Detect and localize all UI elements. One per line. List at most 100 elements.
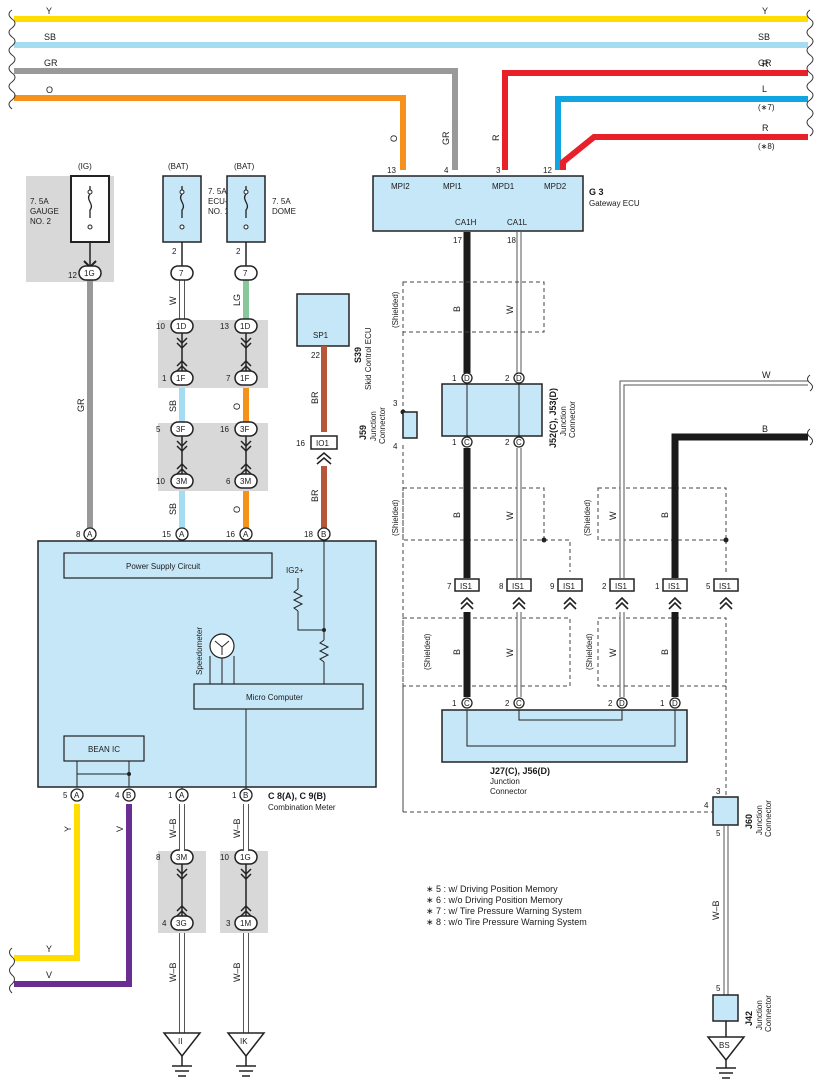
conn-lower-top-pin-0: 8 — [156, 853, 161, 862]
fuse-ecub-l1: 7. 5A — [208, 187, 227, 196]
conn-3f-3m-top-0: 3F — [170, 421, 194, 437]
fuse-dome-l1: 7. 5A — [272, 197, 291, 206]
skid-pin-name: SP1 — [313, 331, 329, 340]
conn-1d-1f-bot-pin-0: 1 — [162, 374, 167, 383]
fuse-gauge-l1: 7. 5A — [30, 197, 49, 206]
j59-code: J59 — [358, 425, 368, 440]
j27-pin-4: 1 — [660, 699, 665, 708]
gw-pin-num-17: 17 — [453, 236, 462, 245]
conn-1d-1f-bot-1: 1F — [234, 370, 258, 386]
power-supply-box — [63, 552, 273, 579]
shield-label-3: (Shielded) — [423, 633, 432, 670]
meter-top-conn-0: A — [87, 530, 93, 539]
fuse-ecub-l3: NO. 1 — [208, 207, 229, 216]
meter-code: C 8(A), C 9(B) — [268, 791, 326, 801]
j52-name2: Connector — [568, 401, 577, 438]
wl-v-lower: V — [115, 826, 125, 832]
io1-pin: 16 — [296, 439, 305, 448]
is1-label-5: IS1 — [719, 582, 732, 591]
j42-code: J42 — [744, 1011, 754, 1026]
conn-7-dome: 7 — [234, 265, 258, 281]
meter-top-pin-0: 8 — [76, 530, 81, 539]
is1-pin-7: 7 — [447, 582, 452, 591]
j60-code: J60 — [744, 814, 754, 829]
note-5: ∗ 5 : w/ Driving Position Memory — [426, 884, 558, 894]
fuse-ecub-pin: 2 — [172, 247, 177, 256]
conn-3f-3m-top-pin-1: 16 — [220, 425, 229, 434]
bus-gr-right: GR — [758, 58, 772, 68]
right-w-wire — [619, 380, 808, 578]
wl-b4: B — [452, 649, 462, 655]
conn-1d-1f-top-pin-1: 13 — [220, 322, 229, 331]
conn-1g-label: 1G — [84, 269, 95, 278]
meter-bot-conn-3: B — [243, 791, 248, 800]
j42-box — [712, 994, 739, 1022]
fuse-gauge-l3: NO. 2 — [30, 217, 51, 226]
wl-wb-j60: W–B — [711, 900, 721, 920]
j59-name2: Connector — [378, 407, 387, 444]
wl-b5: B — [660, 649, 670, 655]
ground-ii — [162, 1032, 202, 1077]
conn-3f-3m-bot-pin-1: 6 — [226, 477, 231, 486]
bus-o-left: O — [46, 85, 53, 95]
skid-code: S39 — [353, 347, 363, 363]
gw-pin-ca1h: CA1H — [455, 218, 477, 227]
j52-top-conn-2: D — [516, 374, 522, 383]
conn-1d-1f-bot-pin-1: 7 — [226, 374, 231, 383]
conn-lower-top-1: 1G — [234, 849, 258, 865]
meter-top-conn-3: B — [321, 530, 326, 539]
j52-top-pin-1: 1 — [452, 374, 457, 383]
bus-r2-right: R — [762, 123, 769, 133]
j27-pin-2: 2 — [505, 699, 510, 708]
conn-1d-1f-bot-1-label: 1F — [240, 374, 249, 383]
wl-wb1: W–B — [168, 818, 178, 838]
skid-ecu-box — [296, 293, 350, 347]
is1-pin-8: 8 — [499, 582, 504, 591]
j52-bot-pin-1: 1 — [452, 438, 457, 447]
bean-ic-label: BEAN IC — [88, 745, 120, 754]
shield-label-1: (Shielded) — [391, 291, 400, 328]
bus-gr-left: GR — [44, 58, 58, 68]
conn-1d-1f-bot-0: 1F — [170, 370, 194, 386]
gw-pin-mpi2: MPI2 — [391, 182, 410, 191]
is1-pin-2: 2 — [602, 582, 607, 591]
conn-3f-3m-bot-0: 3M — [170, 473, 194, 489]
wl-w1: W — [505, 305, 515, 314]
wl-b1: B — [452, 306, 462, 312]
meter-top-conn-2: A — [243, 530, 249, 539]
wl-wb4: W–B — [232, 962, 242, 982]
is1-connector-7: IS1 7 — [447, 578, 480, 610]
j52-bot-conn-1: C — [464, 438, 470, 447]
gw-pin-mpd2: MPD2 — [544, 182, 567, 191]
note-6: ∗ 6 : w/o Driving Position Memory — [426, 895, 563, 905]
conn-3f-3m-top-1-label: 3F — [240, 425, 249, 434]
j27-conn-1: C — [464, 699, 470, 708]
bus-sb-right: SB — [758, 32, 770, 42]
ground-bs-label: BS — [719, 1041, 730, 1050]
j52-top-conn-1: D — [464, 374, 470, 383]
conn-3f-3m-top-0-label: 3F — [176, 425, 185, 434]
bus-r1-right: R — [762, 59, 769, 69]
j52-top-pin-2: 2 — [505, 374, 510, 383]
j52-code: J52(C), J53(D) — [548, 388, 558, 448]
shield-label-5: (Shielded) — [585, 633, 594, 670]
wl-y-lower: Y — [63, 826, 73, 832]
fuse-dome-l2: DOME — [272, 207, 296, 216]
bus-sb-left: SB — [44, 32, 56, 42]
meter-bot-conn-2: A — [179, 791, 185, 800]
bus-v-lower: V — [46, 970, 52, 980]
is1-label-7: IS1 — [460, 582, 473, 591]
gw-pin-ca1l: CA1L — [507, 218, 528, 227]
gw-pin-num-4: 4 — [444, 166, 449, 175]
ground-bs — [706, 1036, 746, 1079]
j42-pin-5: 5 — [716, 984, 721, 993]
j27-pin-3: 2 — [608, 699, 613, 708]
j27-conn-4: D — [672, 699, 678, 708]
skid-name: Skid Control ECU — [364, 327, 373, 390]
j60-name1: Junction — [755, 805, 764, 835]
gateway-ecu-box — [372, 175, 584, 232]
j60-box — [712, 796, 739, 826]
